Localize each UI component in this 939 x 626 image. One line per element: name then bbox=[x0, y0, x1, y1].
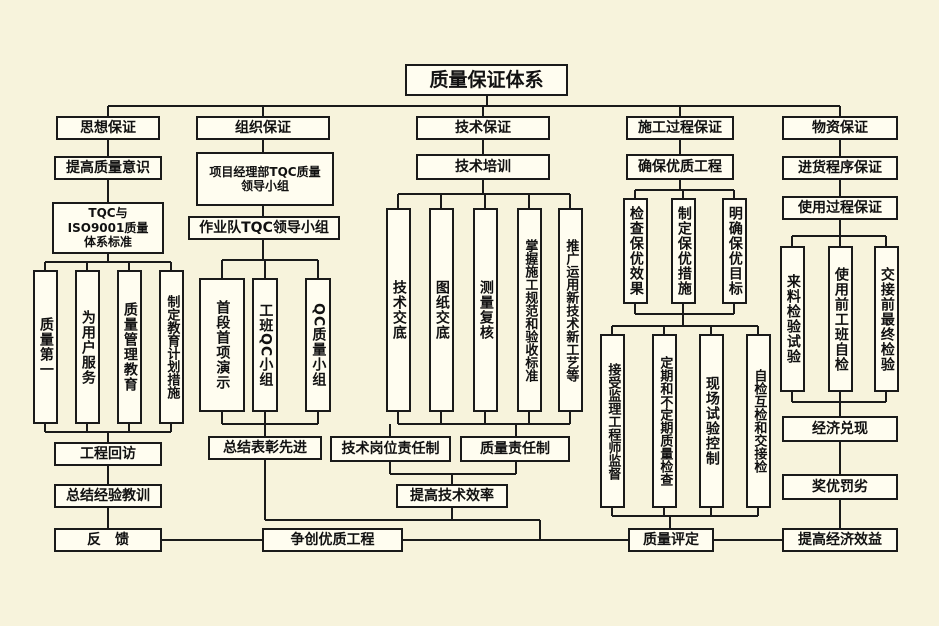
reward-punish: 奖优罚劣 bbox=[782, 474, 898, 500]
item-construction-standards: 掌握施工规范和验收标准 bbox=[517, 208, 542, 412]
item-periodic-inspection: 定期和不定期质量检查 bbox=[652, 334, 677, 508]
item-survey-recheck: 测量复核 bbox=[473, 208, 498, 412]
pm-tqc-group-line1: 项目经理部TQC质量 bbox=[209, 164, 321, 179]
item-serve-users: 为用户服务 bbox=[75, 270, 100, 424]
header-technical-guarantee: 技术保证 bbox=[416, 116, 550, 140]
quality-evaluation: 质量评定 bbox=[628, 528, 714, 552]
item-incoming-inspection: 来料检验试验 bbox=[780, 246, 805, 392]
page-title: 质量保证体系 bbox=[405, 64, 568, 96]
quality-responsibility: 质量责任制 bbox=[460, 436, 570, 462]
item-final-inspection: 交接前最终检验 bbox=[874, 246, 899, 392]
item-preuse-self-check: 使用前工班自检 bbox=[828, 246, 853, 392]
item-tech-briefing: 技术交底 bbox=[386, 208, 411, 412]
technical-training: 技术培训 bbox=[416, 154, 550, 180]
feedback: 反 馈 bbox=[54, 528, 162, 552]
usage-process: 使用过程保证 bbox=[782, 196, 898, 220]
header-construction-process: 施工过程保证 bbox=[626, 116, 734, 140]
tech-post-responsibility: 技术岗位责任制 bbox=[330, 436, 451, 462]
commend-advanced: 总结表彰先进 bbox=[208, 436, 322, 460]
improve-tech-efficiency: 提高技术效率 bbox=[396, 484, 508, 508]
item-quality-education: 质量管理教育 bbox=[117, 270, 142, 424]
raise-quality-awareness: 提高质量意识 bbox=[54, 156, 162, 180]
team-tqc-group: 作业队TQC领导小组 bbox=[188, 216, 340, 240]
economic-fulfillment: 经济兑现 bbox=[782, 416, 898, 442]
item-clarify-goals: 明确保优目标 bbox=[722, 198, 747, 304]
strive-quality-project: 争创优质工程 bbox=[262, 528, 403, 552]
header-material-guarantee: 物资保证 bbox=[782, 116, 898, 140]
item-drawing-briefing: 图纸交底 bbox=[429, 208, 454, 412]
item-quality-first: 质量第一 bbox=[33, 270, 58, 424]
item-new-technology: 推广运用新技术新工艺等 bbox=[558, 208, 583, 412]
item-education-plan: 制定教育计划措施 bbox=[159, 270, 184, 424]
header-organization-guarantee: 组织保证 bbox=[196, 116, 330, 140]
header-thought-guarantee: 思想保证 bbox=[56, 116, 160, 140]
item-check-effect: 检查保优效果 bbox=[623, 198, 648, 304]
project-revisit: 工程回访 bbox=[54, 442, 162, 466]
tqc-iso-standard: TQC与ISO9001质量体系标准 bbox=[52, 202, 164, 254]
item-crew-qc-group: 工班QC小组 bbox=[252, 278, 278, 412]
ensure-quality-project: 确保优质工程 bbox=[626, 154, 734, 180]
improve-economic-benefit: 提高经济效益 bbox=[782, 528, 898, 552]
item-supervisor-oversight: 接受监理工程师监督 bbox=[600, 334, 625, 508]
item-qc-quality-group: QC质量小组 bbox=[305, 278, 331, 412]
item-onsite-test-control: 现场试验控制 bbox=[699, 334, 724, 508]
summarize-lessons: 总结经验教训 bbox=[54, 484, 162, 508]
pm-tqc-group-line2: 领导小组 bbox=[240, 179, 289, 193]
incoming-procedure: 进货程序保证 bbox=[782, 156, 898, 180]
item-make-measures: 制定保优措施 bbox=[671, 198, 696, 304]
item-self-mutual-handover-check: 自检互检和交接检 bbox=[746, 334, 771, 508]
pm-tqc-group: 项目经理部TQC质量 领导小组 bbox=[196, 152, 334, 206]
item-first-section-demo: 首段首项演示 bbox=[199, 278, 245, 412]
